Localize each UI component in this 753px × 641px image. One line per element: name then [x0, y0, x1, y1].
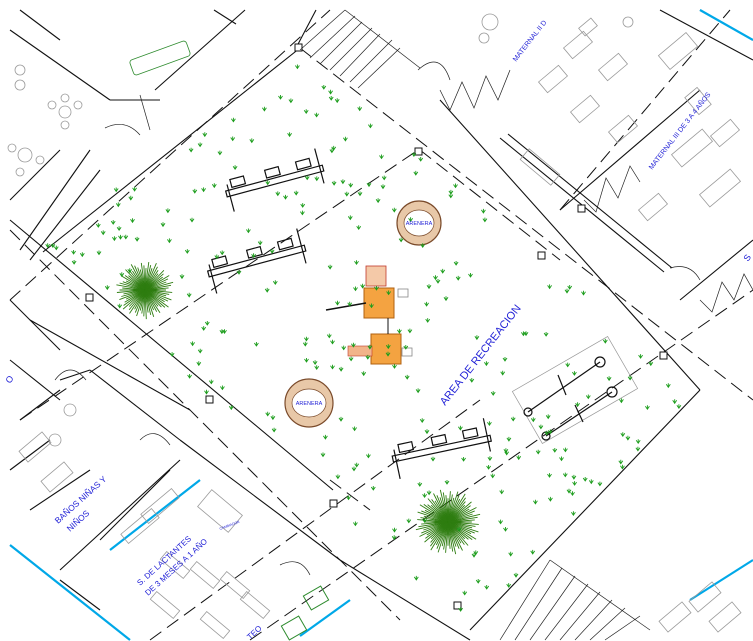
- doors: [54, 94, 701, 576]
- axis-lines: [9, 9, 753, 641]
- tree-bottom: [415, 489, 481, 555]
- green-chairs: [280, 585, 330, 641]
- glass-walls: [9, 9, 753, 641]
- label-sandbox-1: ARENERA: [406, 221, 433, 227]
- label-right-edge: S: [741, 252, 753, 263]
- label-maternal-2: MATERNAL II D: [512, 19, 548, 63]
- stairs-bottom: [499, 559, 651, 641]
- columns: [85, 43, 668, 610]
- furniture-bottom-right: [658, 581, 742, 633]
- benches: [206, 148, 492, 480]
- label-left-edge: O: [3, 374, 15, 385]
- labels: MATERNAL II D MATERNAL III DE 3 A 4 AÑOS…: [3, 19, 753, 641]
- sandbox-1: [396, 200, 442, 246]
- label-maternal-3: MATERNAL III DE 3 A 4 AÑOS: [646, 90, 712, 171]
- furniture-top-left: [7, 40, 191, 177]
- label-recreation-area: AREA DE RECREACION: [438, 303, 524, 408]
- seesaws: [511, 336, 639, 444]
- label-sandbox-2: ARENERA: [296, 401, 323, 407]
- folding-partitions: [439, 69, 753, 313]
- furniture-top-right: [478, 13, 742, 222]
- play-structure: [325, 265, 413, 365]
- sandbox-2: [284, 378, 334, 428]
- furniture-bottom-left: [18, 403, 271, 640]
- stairs-top: [299, 9, 451, 89]
- label-cambiador: CAMBIADOR: [219, 520, 241, 531]
- label-bottom-room: TEO: [245, 624, 263, 641]
- building-walls: [9, 9, 753, 641]
- grass: [45, 64, 682, 612]
- tree-left: [116, 262, 174, 320]
